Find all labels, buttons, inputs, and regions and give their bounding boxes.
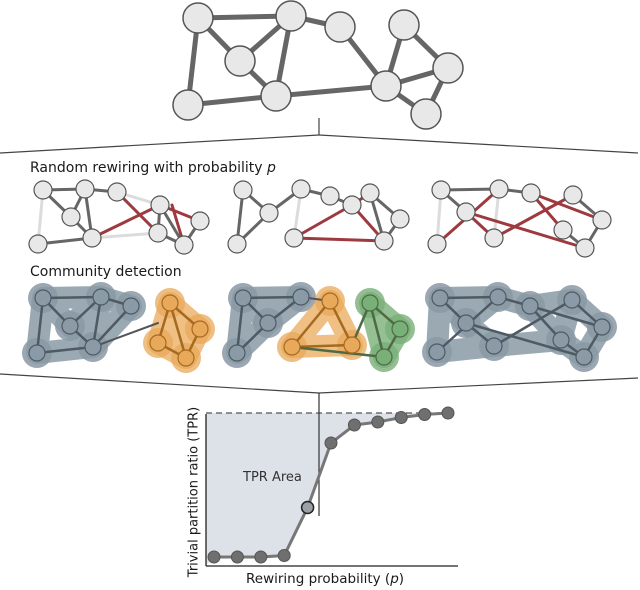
tpr-point bbox=[371, 415, 385, 429]
rewired-network-1 bbox=[28, 179, 210, 255]
tpr-point bbox=[230, 550, 244, 564]
tpr-point bbox=[441, 406, 455, 420]
top-network-nodes bbox=[172, 0, 464, 130]
tpr-point-highlighted bbox=[300, 500, 315, 515]
tpr-point bbox=[277, 549, 291, 562]
tpr-point bbox=[254, 550, 268, 564]
y-axis-label: Trivial partition ratio (TPR) bbox=[186, 406, 202, 578]
bracket-top bbox=[0, 118, 639, 154]
tpr-area bbox=[206, 413, 448, 565]
tpr-chart bbox=[205, 393, 458, 567]
tpr-point bbox=[418, 408, 432, 421]
tpr-series-points bbox=[207, 406, 455, 564]
rewiring-label: Random rewiring with probability p bbox=[30, 160, 276, 176]
community-network-1 bbox=[22, 282, 215, 373]
rewired-network-3 bbox=[427, 179, 612, 258]
community-detection-label: Community detection bbox=[30, 264, 182, 280]
x-axis-label: Rewiring probability (p) bbox=[246, 571, 405, 587]
bracket-bottom bbox=[0, 373, 639, 394]
tpr-point bbox=[394, 411, 408, 424]
p-symbol: p bbox=[266, 160, 276, 176]
rewired-network-2 bbox=[227, 179, 410, 254]
community-network-2 bbox=[222, 282, 415, 372]
tpr-point bbox=[324, 436, 338, 450]
tpr-point bbox=[207, 550, 221, 564]
tpr-area-label: TPR Area bbox=[243, 470, 302, 485]
community-network-3 bbox=[422, 282, 617, 372]
tpr-point bbox=[347, 418, 361, 432]
